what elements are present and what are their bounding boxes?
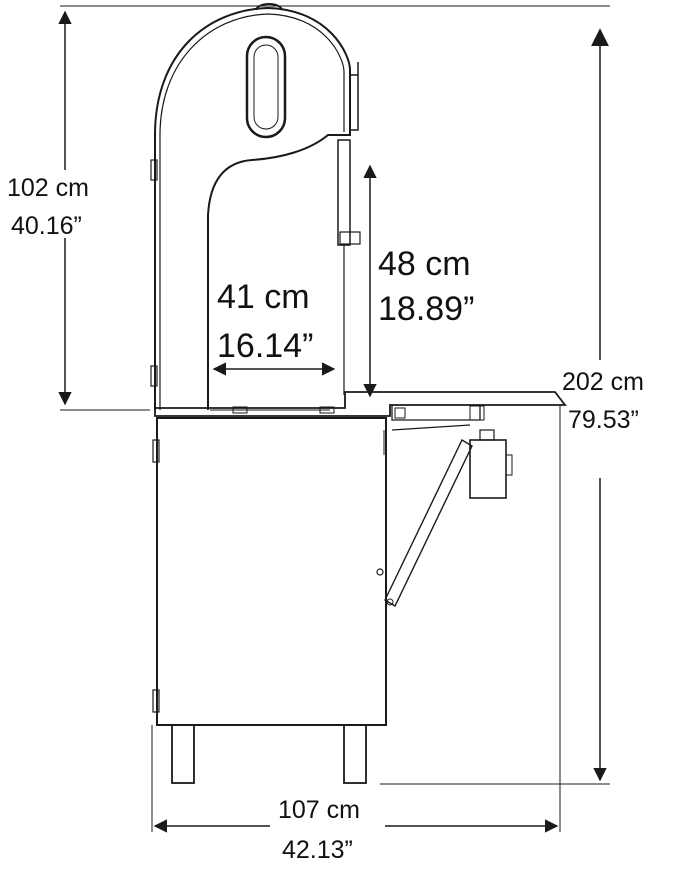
right-leg: [343, 724, 367, 784]
viewing-window: [245, 35, 287, 139]
overall-depth-imperial: 42.13”: [282, 836, 353, 864]
throat-width-imperial: 16.14”: [217, 327, 313, 365]
left-height-metric: 102 cm: [7, 174, 89, 202]
upper-head-housing: [154, 6, 351, 410]
cut-height-metric: 48 cm: [378, 245, 471, 283]
right-height-metric: 202 cm: [562, 368, 644, 396]
dimension-lines: [58, 5, 610, 833]
blade-guard: [350, 74, 359, 131]
saw-table: [154, 391, 567, 417]
left-height-imperial: 40.16”: [11, 212, 82, 240]
top-knob: [255, 3, 283, 11]
door-knob: [376, 568, 384, 576]
cut-height-imperial: 18.89”: [378, 290, 474, 328]
left-leg: [171, 724, 195, 784]
push-handle-box: [469, 439, 507, 499]
throat-width-metric: 41 cm: [217, 278, 310, 316]
blade-guide: [337, 139, 351, 246]
support-arm: [384, 439, 473, 607]
right-height-imperial: 79.53”: [568, 406, 639, 434]
dimension-labels: 102 cm 40.16” 202 cm 79.53” 41 cm 16.14”…: [7, 174, 644, 864]
carriage-rail: [391, 405, 481, 421]
band-saw-outline: [150, 3, 567, 784]
overall-depth-metric: 107 cm: [278, 796, 360, 824]
inner-throat-arc: [159, 13, 345, 410]
base-cabinet: [156, 417, 387, 726]
